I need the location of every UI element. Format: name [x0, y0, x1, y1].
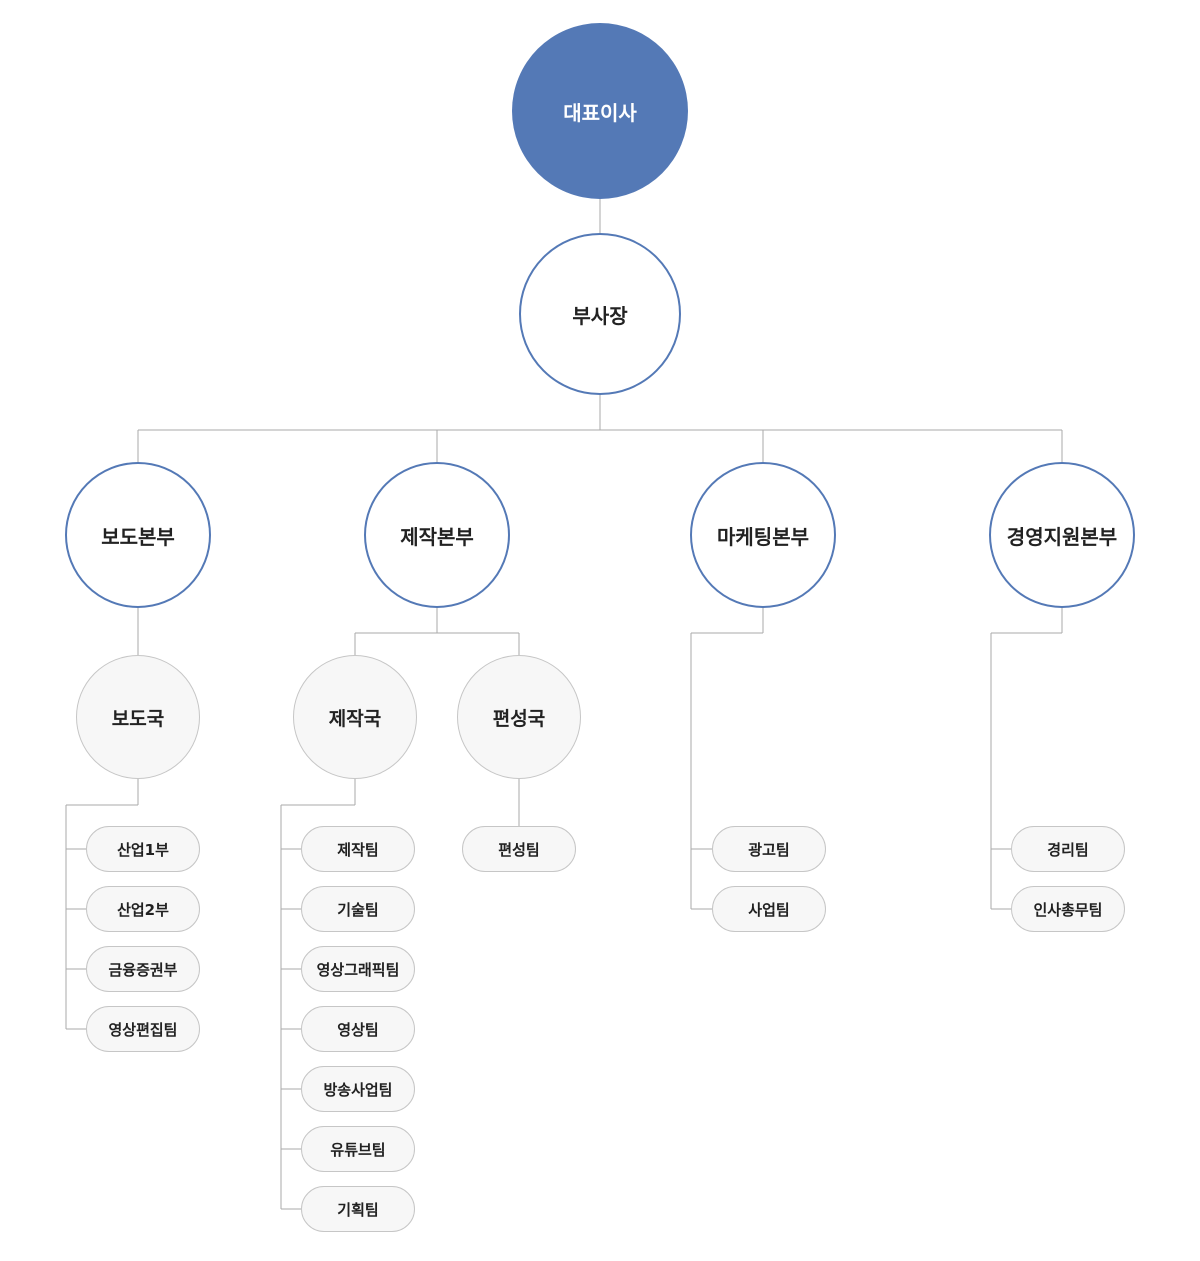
division-node: 마케팅본부	[690, 462, 836, 608]
team-pill: 영상그래픽팀	[301, 946, 415, 992]
team-pill: 방송사업팀	[301, 1066, 415, 1112]
team-pill: 편성팀	[462, 826, 576, 872]
team-pill: 제작팀	[301, 826, 415, 872]
team-pill: 사업팀	[712, 886, 826, 932]
team-pill: 기획팀	[301, 1186, 415, 1232]
division-node: 보도본부	[65, 462, 211, 608]
bureau-node: 보도국	[76, 655, 200, 779]
division-node: 제작본부	[364, 462, 510, 608]
team-pill: 광고팀	[712, 826, 826, 872]
team-pill: 산업1부	[86, 826, 200, 872]
ceo-node: 대표이사	[512, 23, 688, 199]
team-pill: 인사총무팀	[1011, 886, 1125, 932]
division-node: 경영지원본부	[989, 462, 1135, 608]
team-pill: 경리팀	[1011, 826, 1125, 872]
team-pill: 기술팀	[301, 886, 415, 932]
bureau-node: 편성국	[457, 655, 581, 779]
vp-node: 부사장	[519, 233, 681, 395]
team-pill: 유튜브팀	[301, 1126, 415, 1172]
team-pill: 금융증권부	[86, 946, 200, 992]
team-pill: 산업2부	[86, 886, 200, 932]
bureau-node: 제작국	[293, 655, 417, 779]
team-pill: 영상팀	[301, 1006, 415, 1052]
team-pill: 영상편집팀	[86, 1006, 200, 1052]
